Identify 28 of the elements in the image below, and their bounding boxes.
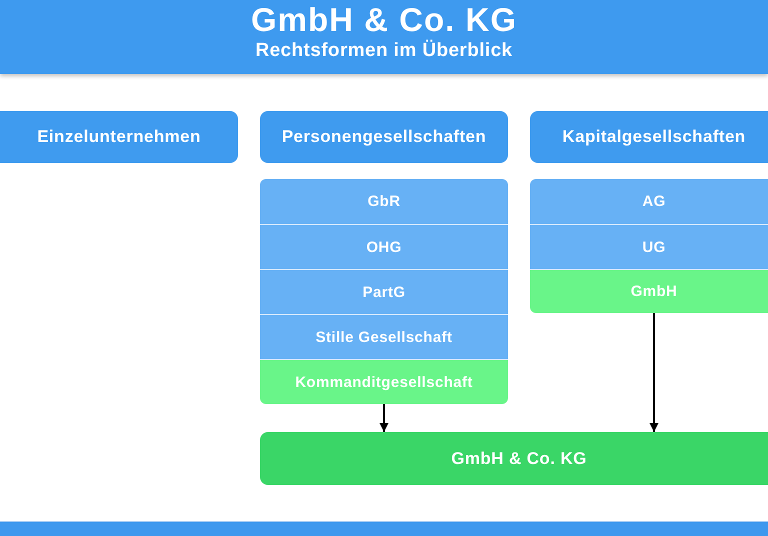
arrow [380,404,388,432]
node-label: Kommanditgesellschaft [295,374,473,390]
node-label: GmbH & Co. KG [451,448,587,468]
category-box [530,111,768,163]
result-box [260,432,768,485]
list-row [260,269,508,314]
node-label: Stille Gesellschaft [316,328,452,346]
node-label: Einzelunternehmen [37,127,201,147]
category-box [0,111,238,163]
node-label: PartG [362,284,406,300]
node-label: UG [642,238,666,256]
node-label: OHG [366,238,402,256]
list-row [530,269,768,313]
list-row [530,179,768,224]
node-label: Kapitalgesellschaften [562,127,746,147]
node-label: GbR [368,193,400,210]
list-row [260,314,508,359]
node-label: AG [642,193,666,210]
list-row [260,224,508,269]
list-row [260,179,508,224]
title: GmbH & Co. KG [251,0,517,39]
subtitle: Rechtsformen im Überblick [255,39,513,63]
node-label: Personengesellschaften [282,127,486,147]
category-box [260,111,508,163]
list-row [260,359,508,404]
list-row [530,224,768,269]
node-label: GmbH [630,283,678,300]
arrow [650,313,658,432]
